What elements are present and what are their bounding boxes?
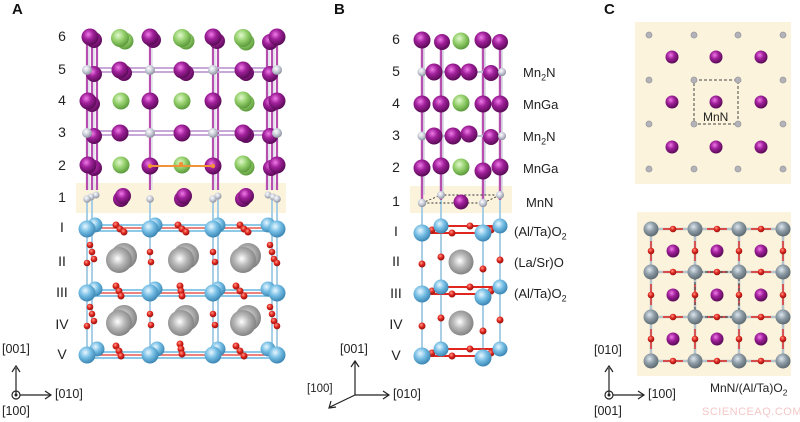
panel-c-bottom-interface-lattice [604,212,791,400]
mnn-cell-label: MnN [703,110,729,124]
composition-row-4: MnGa [523,97,559,112]
composition-row-1: MnN [526,195,554,210]
composition-row-2: MnGa [523,161,559,176]
panel-b-layer-I: I [394,223,398,239]
panel-c-letter: C [604,1,615,18]
panel-a-layer-IV: IV [55,316,69,332]
panel-a-axes [11,364,53,400]
composition-row-III: (Al/Ta)O2 [514,286,567,304]
interface-caption: MnN/(Al/Ta)O2 [710,381,788,398]
panel-c-axis-001: [001] [594,404,622,418]
panel-c-axis-100: [100] [648,387,676,401]
composition-row-I: (Al/Ta)O2 [514,224,567,242]
panel-a-structure [11,28,286,400]
panel-a-letter: A [12,1,23,18]
panel-b-structure [328,31,512,409]
panel-b-layer-2: 2 [392,159,400,175]
panel-a-layer-1: 1 [58,189,66,205]
vertical-oxygen-chains [83,241,281,330]
panel-c-top-mnn-lattice [635,22,791,184]
panel-a-layer-V: V [57,346,67,362]
panel-b-layer-5: 5 [392,63,400,79]
row-3-atoms [82,124,282,144]
panel-b-layer-3: 3 [392,127,400,143]
row-4-atoms [79,91,286,112]
panel-a-layer-4: 4 [58,92,66,108]
composition-row-5: Mn2N [523,65,556,83]
panel-b-layer-6: 6 [392,31,400,47]
row-6-atoms [81,28,286,51]
oxide-rows [78,217,286,364]
panel-b-axis-100: [100] [307,383,333,395]
panel-a-axis-100: [100] [2,404,30,418]
panel-c-axis-010: [010] [594,343,622,357]
panel-a-layer-2: 2 [58,157,66,173]
row-1-atoms [83,188,281,207]
panel-a-layer-II: II [58,253,66,269]
panel-a-layer-6: 6 [58,28,66,44]
panel-b-layer-II: II [392,253,400,269]
panel-b-axis-010: [010] [393,387,421,401]
panel-a-layer-III: III [56,284,68,300]
row-2-atoms [79,155,286,176]
panel-b-axis-001: [001] [340,342,368,356]
panel-a-layer-I: I [60,219,64,235]
watermark: SCIENCEAQ.COM [702,406,800,418]
panel-b-layer-V: V [391,347,401,363]
panel-b-layer-IV: IV [389,316,403,332]
panel-a-axis-010: [010] [55,387,83,401]
row-5-atoms [82,61,282,82]
panel-a-axis-001: [001] [2,342,30,356]
panel-b-layer-1: 1 [392,193,400,209]
composition-row-3: Mn2N [523,129,556,147]
panel-b-letter: B [334,1,345,18]
panel-b-axes [328,359,391,409]
panel-c-axes [604,364,646,400]
panel-b-layer-4: 4 [392,95,400,111]
panel-a-layer-3: 3 [58,124,66,140]
panel-b-layer-III: III [390,285,402,301]
la-sr-atoms [106,243,261,336]
composition-row-II: (La/Sr)O [514,255,564,270]
panel-a-layer-5: 5 [58,61,66,77]
